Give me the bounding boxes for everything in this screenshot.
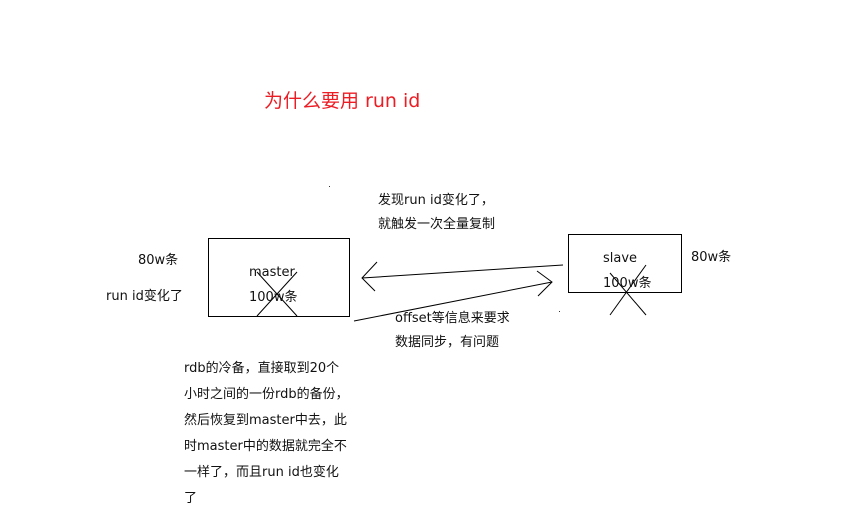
slave-cross-line-1 <box>609 272 647 316</box>
master-label: master <box>249 265 295 280</box>
stray-dot <box>559 311 560 312</box>
master-old-count-note: 80w条 <box>138 253 179 268</box>
run-id-changed-note: run id变化了 <box>106 289 183 304</box>
rdb-cold-backup-note: rdb的冷备，直接取到20个 小时之间的一份rdb的备份， 然后恢复到maste… <box>184 356 349 512</box>
offset-note-line-2: 数据同步，有问题 <box>395 335 500 350</box>
arrow-slave-to-master-head <box>361 261 378 292</box>
stray-dot <box>329 186 330 187</box>
arrow-master-to-slave-head <box>536 270 553 297</box>
rdb-note-line-5: 一样了，而且run id也变化 <box>184 465 339 480</box>
slave-count: 100w条 <box>603 276 652 291</box>
rdb-note-line-6: 了 <box>184 491 198 506</box>
slave-label: slave <box>603 251 638 266</box>
rdb-note-line-1: rdb的冷备，直接取到20个 <box>184 361 340 376</box>
master-cross-line-2 <box>256 271 298 317</box>
master-count: 100w条 <box>249 290 298 305</box>
master-node-box <box>208 238 350 317</box>
rdb-note-line-4: 时master中的数据就完全不 <box>184 439 347 454</box>
slave-old-count-note: 80w条 <box>691 250 732 265</box>
full-sync-note-line-1: 发现run id变化了， <box>378 193 494 208</box>
rdb-note-line-2: 小时之间的一份rdb的备份， <box>184 387 349 402</box>
arrow-slave-to-master <box>361 264 564 279</box>
full-sync-note-line-2: 就触发一次全量复制 <box>378 217 496 232</box>
slave-cross-line-2 <box>609 264 647 316</box>
slave-node-box <box>568 234 682 293</box>
rdb-note-line-3: 然后恢复到master中去，此 <box>184 413 347 428</box>
diagram-title: 为什么要用 run id <box>264 90 421 112</box>
offset-note-line-1: offset等信息来要求 <box>395 311 510 326</box>
arrow-master-to-slave <box>353 281 553 322</box>
